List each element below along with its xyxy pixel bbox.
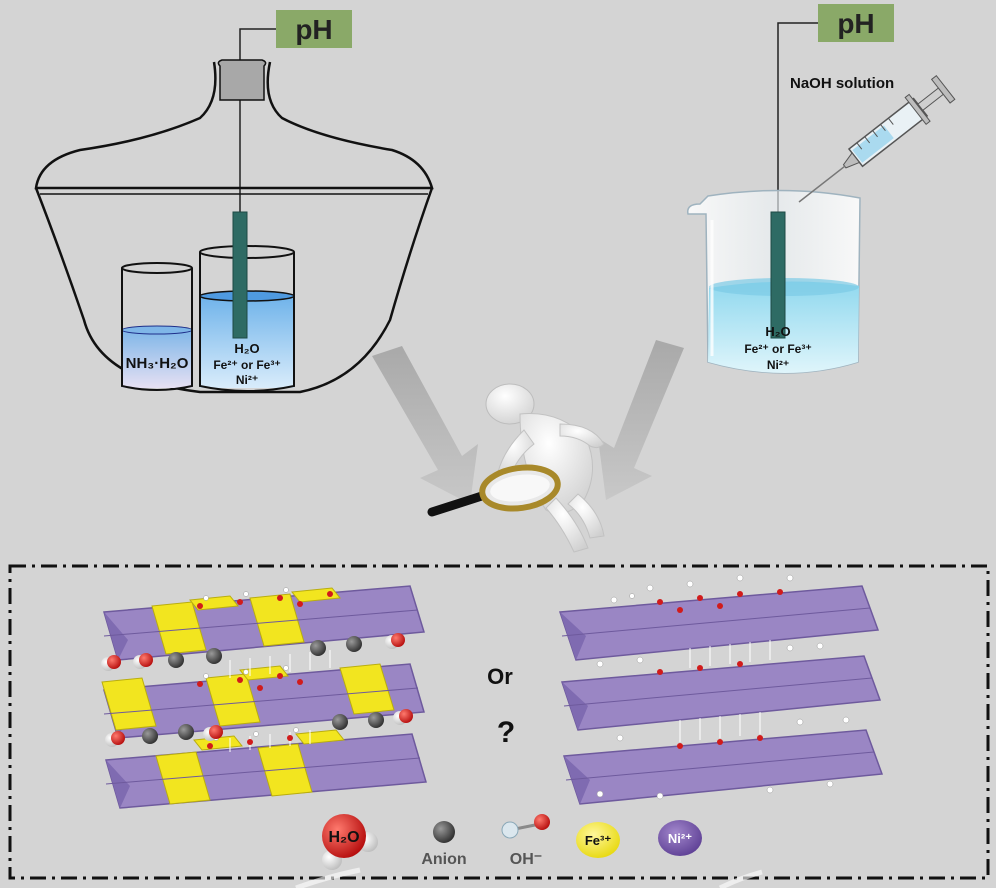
solution-line-1-right: H₂O [765,324,790,339]
ldh-structure [101,585,427,809]
interlayer-species-lower [105,709,413,747]
ph-electrode-left [232,211,248,339]
ph-label-right: pH [837,8,874,39]
syringe-icon [798,74,956,203]
water-molecule-icon: H₂O [322,814,378,870]
ph-label-box-left [276,10,352,48]
ph-label-box-right [818,4,894,42]
ammonia-label: NH₃·H₂O [126,355,189,372]
interlayer-species-upper [101,633,405,671]
legend-label-hydroxide: OH⁻ [510,851,542,868]
legend-label-ni2: Ni²⁺ [668,831,692,846]
desiccator-apparatus: pH NH₃·H₂O H₂O Fe²⁺ or Fe³⁺ [34,10,434,394]
solution-line-3-left: Ni²⁺ [236,373,258,387]
ph-electrode-right [770,211,786,339]
titration-apparatus: pH NaOH solution H₂O Fe²⁺ or Fe³⁺ Ni²⁺ [687,4,956,374]
legend: H₂O Anion OH⁻ Fe³⁺ Ni²⁺ [322,814,702,870]
metal-salt-beaker: H₂O Fe²⁺ or Fe³⁺ Ni²⁺ [199,211,295,392]
structure-panel-border [8,564,990,880]
solution-line-2-right: Fe²⁺ or Fe³⁺ [744,342,811,356]
desiccator-body [34,187,434,394]
investigator-with-magnifier-icon [427,383,605,553]
ph-wire-left [239,28,276,212]
solution-line-1-left: H₂O [234,341,259,356]
ni2-icon: Ni²⁺ [658,820,702,856]
syringe-label: NaOH solution [790,75,894,92]
anion-sphere-icon: Anion [421,821,467,868]
gray-down-arrow-icon-left [372,346,478,504]
watermark-arc [295,867,361,888]
ph-label-left: pH [295,14,332,45]
question-mark: ? [497,716,515,749]
desiccator-knob-icon [217,59,267,101]
nickel-hydroxide-structure [558,574,884,805]
hydroxide-icon: OH⁻ [501,814,550,868]
solution-line-2-left: Fe²⁺ or Fe³⁺ [213,358,280,372]
legend-label-fe3: Fe³⁺ [585,833,612,848]
ph-wire-right [777,22,818,212]
ammonia-beaker: NH₃·H₂O [121,262,193,391]
fe3-icon: Fe³⁺ [576,822,620,858]
gray-down-arrow-icon-right [598,340,684,500]
solution-line-3-right: Ni²⁺ [767,358,789,372]
or-label: Or [487,664,513,689]
watermark-arc-2 [718,869,763,888]
legend-label-anion: Anion [421,851,466,868]
legend-label-water: H₂O [328,829,359,846]
